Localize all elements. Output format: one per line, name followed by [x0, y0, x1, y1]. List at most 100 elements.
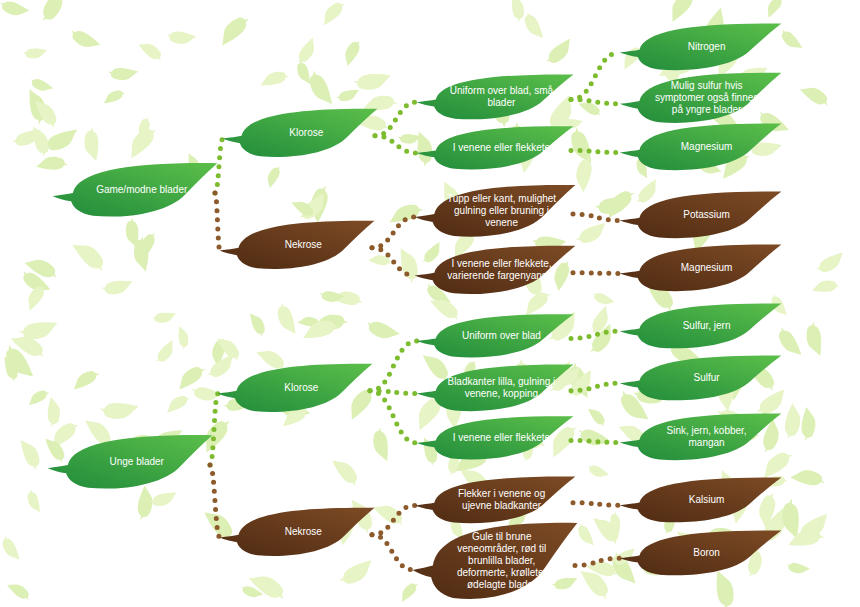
background-leaf	[152, 340, 180, 365]
background-leaf	[663, 0, 701, 22]
leaf-label: Magnesium	[649, 141, 765, 153]
background-leaf	[520, 289, 554, 315]
leaf-node: Boron	[618, 527, 783, 579]
leaf-outline	[619, 303, 781, 348]
leaf-node: Potassium	[618, 188, 783, 242]
leaf-node: Kalsium	[618, 474, 783, 526]
leaf-outline	[417, 314, 574, 357]
dotted-connector	[210, 465, 220, 537]
dotted-connector	[575, 558, 620, 565]
background-leaf	[214, 14, 254, 46]
background-leaf	[45, 435, 66, 466]
background-leaf	[372, 427, 391, 461]
background-leaf	[576, 422, 611, 453]
background-leaf	[22, 46, 47, 61]
background-leaf	[414, 131, 435, 167]
leaf-node: Mulig sulfur hvis symptomer også finnes …	[618, 69, 783, 127]
leaf-outline	[53, 163, 218, 217]
leaf-outline	[415, 246, 576, 294]
background-leaf	[353, 71, 391, 93]
background-leaf	[217, 333, 242, 365]
background-leaf	[586, 460, 609, 482]
background-leaf	[277, 302, 296, 336]
background-leaf	[81, 126, 103, 161]
leaf-label: Kalsium	[649, 494, 765, 506]
leaf-outline	[417, 365, 574, 412]
leaf-label: Tupp eller kant, mulighet gulning eller …	[444, 193, 559, 229]
background-leaf	[291, 195, 316, 222]
background-leaf	[102, 89, 126, 103]
dotted-connector	[370, 391, 417, 443]
dotted-connector	[375, 136, 417, 153]
leaf-outline	[619, 192, 781, 239]
background-leaf	[35, 96, 59, 131]
background-leaf	[779, 498, 804, 539]
dotted-connector	[375, 102, 417, 136]
background-leaf	[584, 324, 620, 357]
leaf-label: Flekker i venene og ujevne bladkanter	[444, 488, 559, 512]
background-leaf	[249, 566, 289, 607]
background-leaf	[430, 291, 462, 325]
background-leaf	[591, 288, 615, 310]
leaf-outline	[417, 74, 574, 119]
background-leaf	[804, 321, 823, 356]
background-leaf	[149, 492, 177, 506]
leaf-label: Sulfur	[649, 372, 765, 384]
leaf-outline	[48, 435, 213, 489]
background-leaf	[753, 389, 791, 417]
leaf-node: Flekker i venene og ujevne bladkanter	[413, 473, 577, 527]
background-leaf	[758, 449, 797, 478]
leaf-node: Nekrose	[218, 504, 376, 560]
leaf-label: Boron	[649, 547, 765, 559]
leaf-node: Sulfur, jern	[618, 300, 783, 352]
leaf-node: Nekrose	[218, 217, 376, 273]
leaf-node: Uniform over blad	[415, 311, 575, 361]
leaf-node: Tupp eller kant, mulighet gulning eller …	[413, 181, 577, 241]
leaf-label: Potassium	[649, 209, 765, 221]
background-leaf	[523, 10, 543, 41]
background-leaf	[552, 577, 578, 590]
background-leaf	[593, 512, 621, 549]
background-leaf	[26, 389, 51, 405]
leaf-outline	[220, 221, 375, 269]
leaf-node: Nitrogen	[618, 20, 783, 74]
background-leaf	[18, 320, 57, 341]
leaf-label: Nekrose	[248, 526, 359, 538]
background-leaf	[292, 38, 321, 66]
background-leaf	[594, 195, 632, 216]
dotted-connector	[573, 214, 620, 220]
leaf-node: Magnesium	[618, 241, 783, 295]
leaf-label: Klorose	[246, 382, 357, 394]
leaf-label: Mulig sulfur hvis symptomer også finnes …	[649, 80, 765, 116]
dotted-connector	[571, 331, 620, 338]
leaf-label: Nekrose	[248, 239, 359, 251]
leaf-outline	[619, 414, 781, 461]
background-leaf	[814, 252, 847, 274]
leaf-label: Sulfur, jern	[649, 320, 765, 332]
leaf-node: Bladkanter lilla, gulning i venene, kopp…	[415, 361, 575, 415]
background-leaf	[122, 124, 162, 158]
background-leaf	[72, 235, 107, 277]
background-leaf	[788, 528, 824, 548]
background-leaf	[177, 326, 190, 350]
dotted-connector	[372, 505, 415, 534]
dotted-connector	[215, 139, 223, 194]
leaf-node: I venene eller flekkete	[415, 413, 575, 463]
background-leaf	[779, 26, 803, 55]
background-leaf	[790, 463, 827, 492]
leaf-label: Game/modne blader	[83, 184, 201, 196]
background-leaf	[812, 278, 840, 294]
background-leaf	[25, 251, 61, 285]
background-leaf	[581, 564, 612, 604]
background-leaf	[588, 404, 607, 429]
leaf-label: Klorose	[251, 127, 362, 139]
background-leaf	[107, 63, 138, 84]
dotted-connector	[372, 248, 415, 276]
leaf-outline	[619, 355, 781, 400]
leaf-label: Bladkanter lilla, gulning i venene, kopp…	[445, 376, 557, 400]
background-leaf	[262, 164, 286, 188]
leaf-label: Sink, jern, kobber, mangan	[649, 425, 765, 449]
background-leaf	[337, 560, 376, 586]
leaf-label: I venene eller flekkete	[445, 142, 557, 154]
